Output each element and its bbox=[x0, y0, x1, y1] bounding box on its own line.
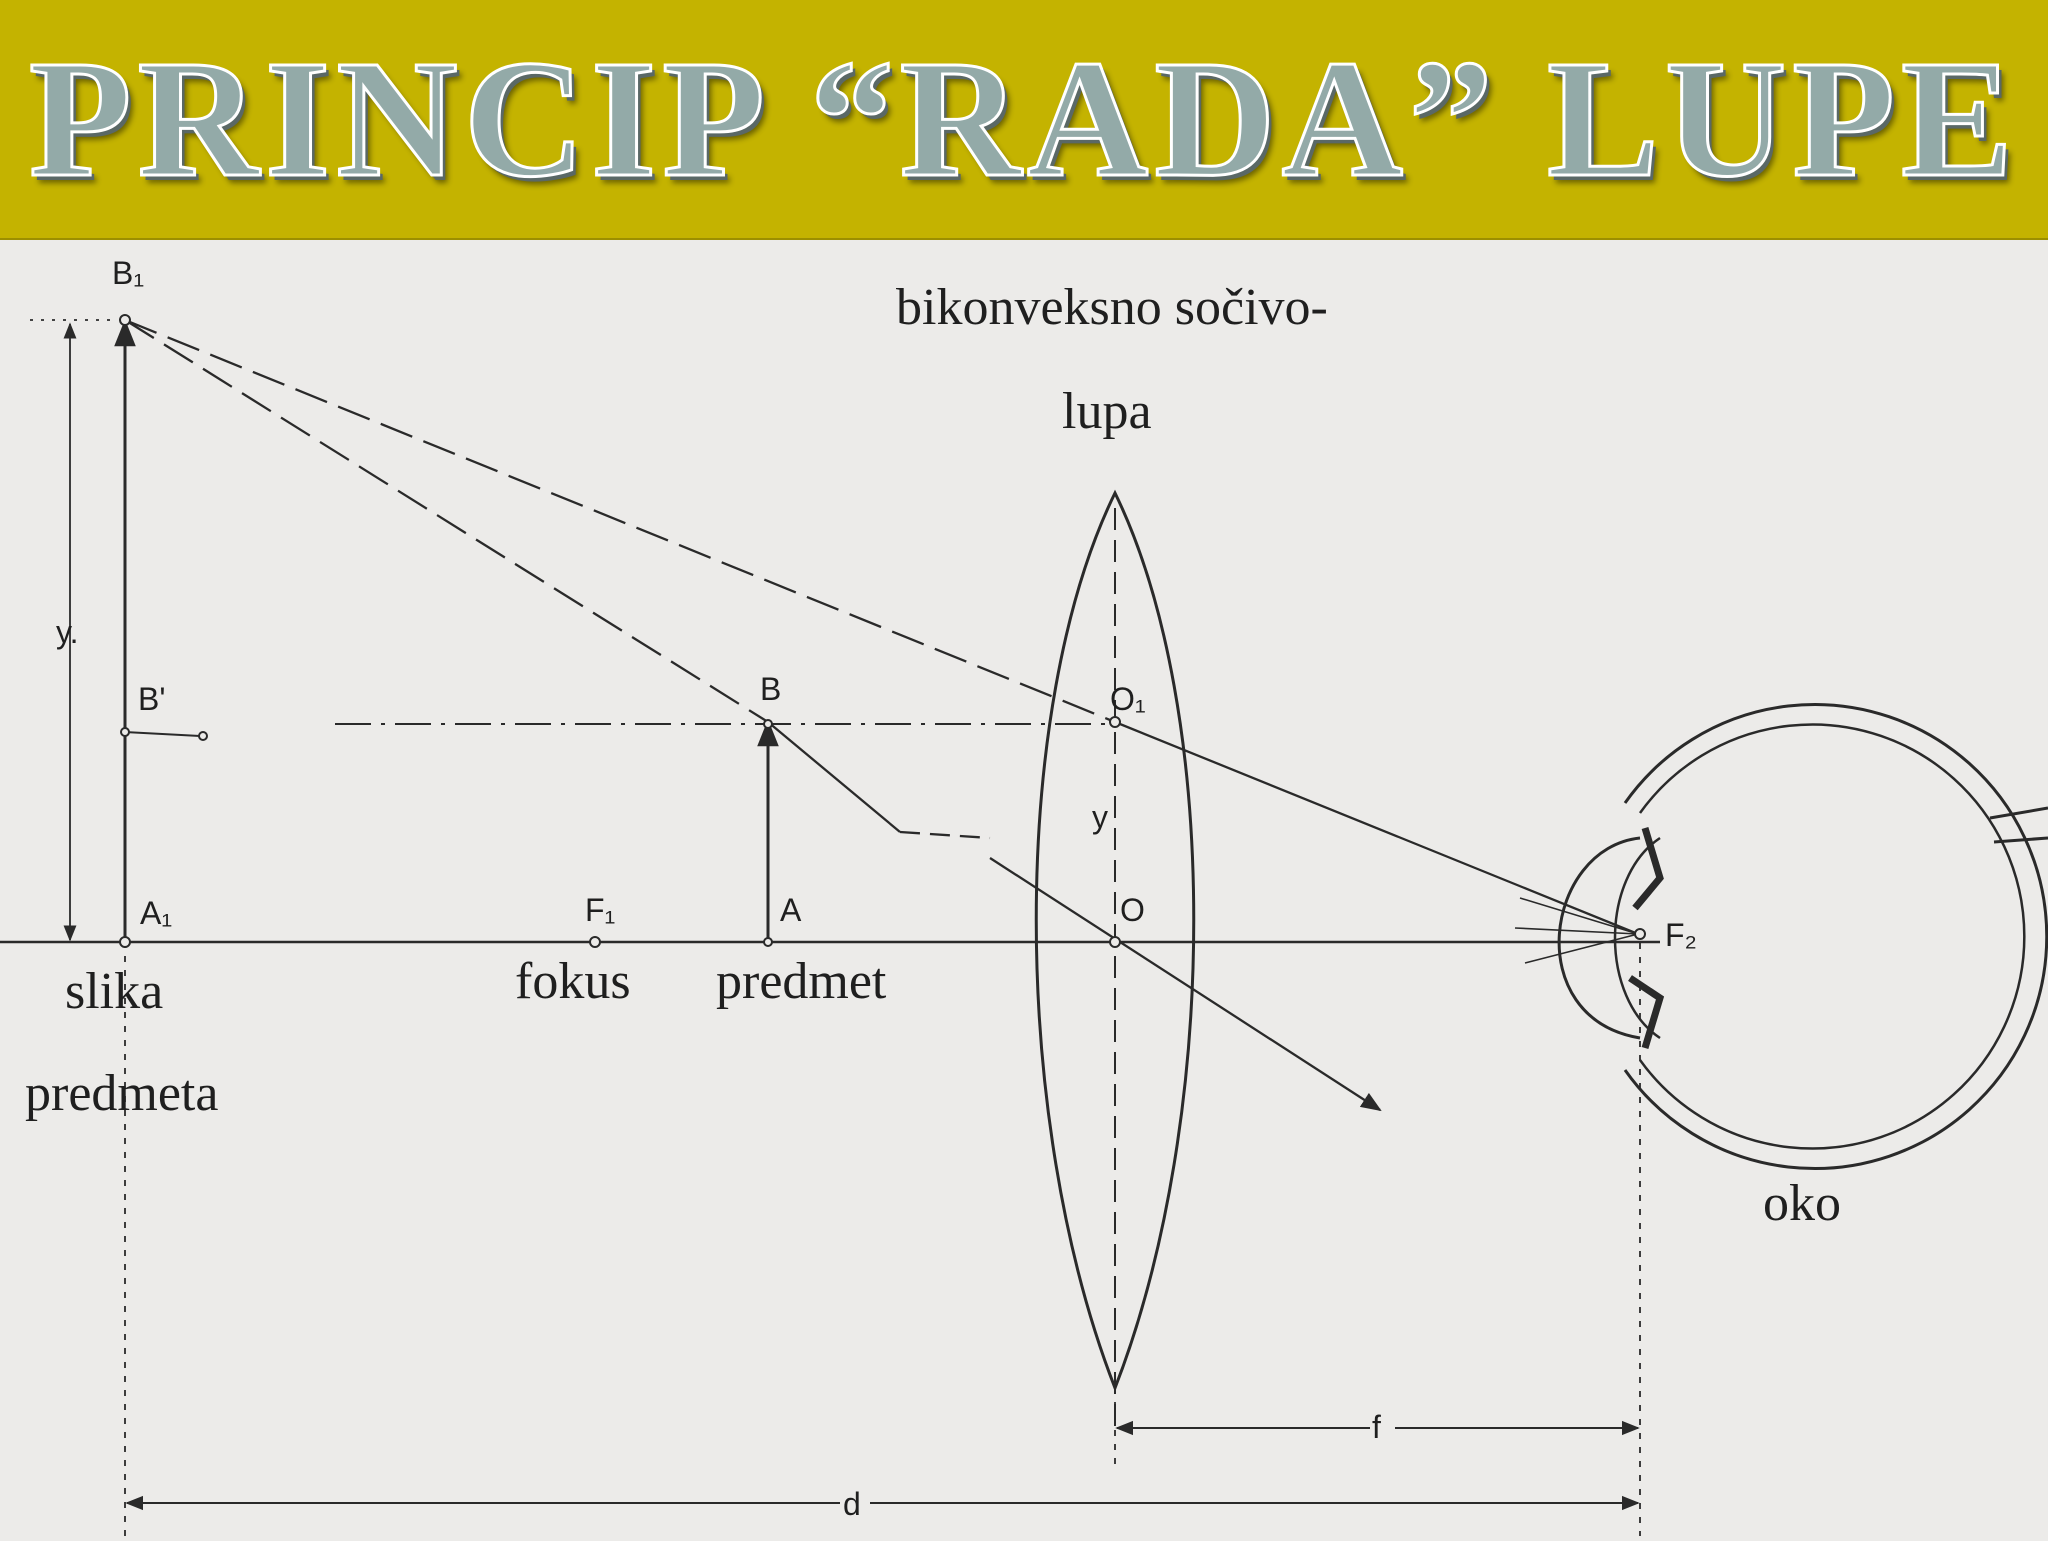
ray-o1-to-eye bbox=[1114, 720, 1639, 936]
label-a: A bbox=[780, 892, 802, 928]
label-y-object: y bbox=[1092, 799, 1108, 835]
virtual-ray-to-o1 bbox=[124, 318, 1116, 724]
label-y-image: y. bbox=[56, 614, 79, 650]
label-o: O bbox=[1120, 892, 1145, 928]
point-o1 bbox=[1109, 716, 1121, 728]
image-label-line1: slika bbox=[65, 963, 163, 1020]
lens-diagram: B₁ B' B O₁ A₁ F₁ A O F₂ y. y f d bikonve… bbox=[0, 238, 2048, 1536]
point-a1 bbox=[119, 936, 131, 948]
title-bar: PRINCIP “RADA” LUPE bbox=[0, 0, 2048, 240]
lens-name-line2: lupa bbox=[1062, 383, 1152, 440]
object-label: predmet bbox=[716, 953, 887, 1010]
virtual-ray-to-b bbox=[124, 319, 769, 723]
point-a bbox=[763, 937, 773, 947]
label-o1: O₁ bbox=[1110, 681, 1146, 717]
label-a1: A₁ bbox=[140, 895, 172, 931]
label-b1: B₁ bbox=[112, 255, 144, 291]
label-d: d bbox=[843, 1486, 861, 1522]
ray-b-to-lens bbox=[767, 721, 901, 833]
point-f1 bbox=[589, 936, 601, 948]
lens-name-line1: bikonveksno sočivo- bbox=[896, 279, 1328, 336]
eye-ray-3 bbox=[1524, 933, 1639, 964]
point-b-prime bbox=[120, 727, 130, 737]
eye-label: oko bbox=[1763, 1175, 1841, 1232]
page-title: PRINCIP “RADA” LUPE bbox=[27, 24, 2020, 213]
label-f2: F₂ bbox=[1665, 917, 1697, 953]
ray-through-center bbox=[989, 857, 1382, 1112]
ray-b-dashed-segment bbox=[899, 830, 991, 840]
label-f: f bbox=[1372, 1409, 1381, 1445]
point-b bbox=[763, 719, 773, 729]
focus-label: fokus bbox=[515, 953, 631, 1010]
b-prime-marker bbox=[124, 731, 201, 737]
label-b-prime: B' bbox=[138, 681, 165, 717]
point-f2 bbox=[1634, 928, 1646, 940]
eye-drawing bbox=[1557, 703, 2048, 1170]
point-b1 bbox=[119, 314, 131, 326]
eye-ray-1 bbox=[1519, 897, 1639, 935]
point-b-prime-end bbox=[198, 731, 208, 741]
eye-ray-2 bbox=[1514, 927, 1639, 935]
point-o bbox=[1109, 936, 1121, 948]
label-f1: F₁ bbox=[585, 892, 615, 928]
image-label-line2: predmeta bbox=[25, 1065, 218, 1122]
diagram-svg: B₁ B' B O₁ A₁ F₁ A O F₂ y. y f d bikonve… bbox=[0, 255, 2048, 1536]
label-b: B bbox=[760, 671, 781, 707]
